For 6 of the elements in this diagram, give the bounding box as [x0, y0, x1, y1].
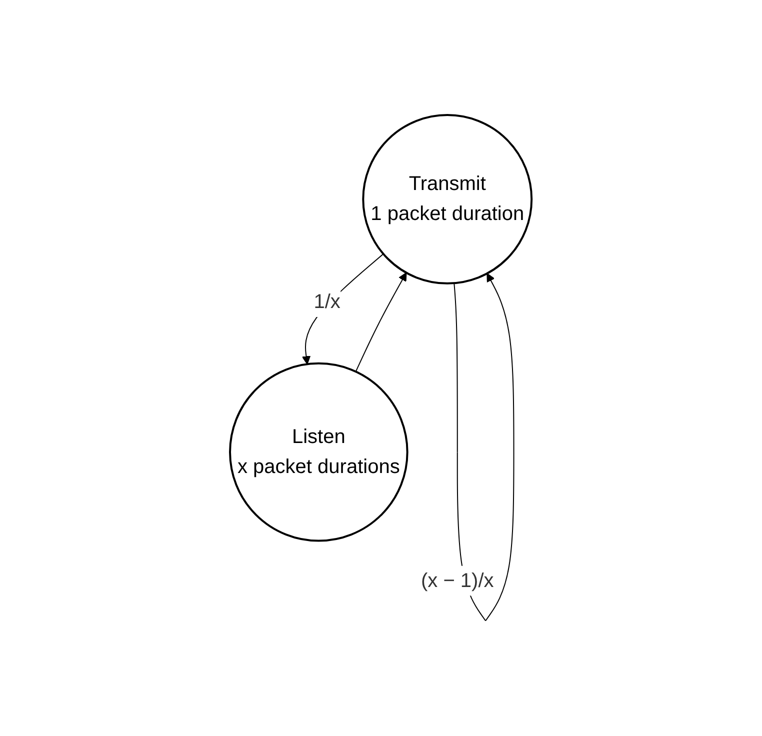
arrow — [302, 253, 384, 365]
edge-label: (x − 1)/x — [421, 570, 494, 592]
node-circle: Listen x packet durations — [229, 362, 409, 542]
node-circle: Transmit 1 packet duration — [362, 114, 533, 284]
edge-label: 1/x — [314, 291, 341, 314]
arrow — [356, 272, 407, 372]
